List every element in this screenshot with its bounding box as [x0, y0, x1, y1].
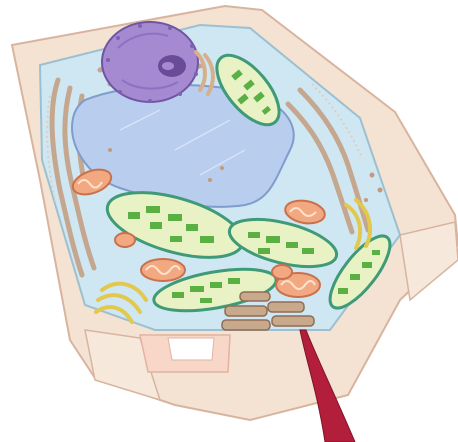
- mitochondrion: [272, 265, 292, 279]
- mitochondrion: [115, 233, 135, 247]
- cell-wall-detail: [140, 335, 230, 372]
- nucleus: [102, 22, 198, 103]
- neighbor-cell-wall-right: [400, 222, 458, 300]
- nucleolus: [158, 55, 186, 77]
- mitochondrion: [141, 259, 185, 281]
